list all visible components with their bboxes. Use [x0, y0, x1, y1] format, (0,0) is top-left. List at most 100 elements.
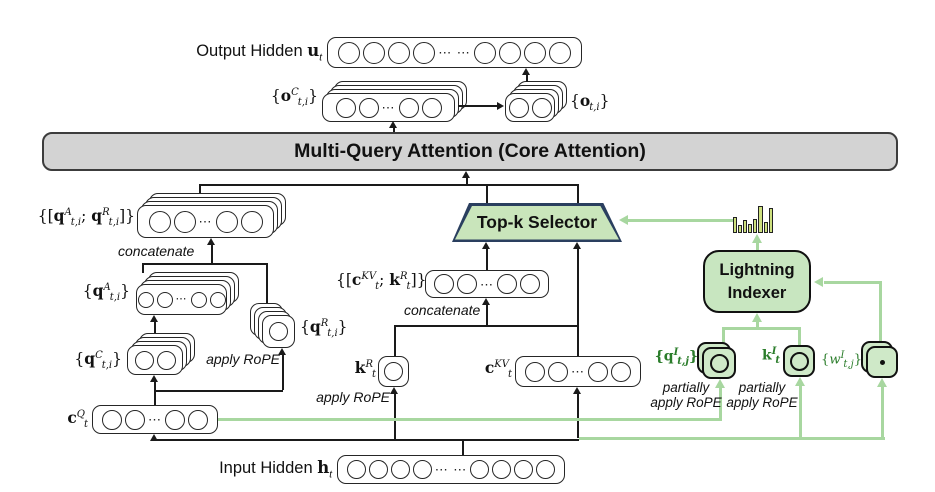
histogram-bar [753, 219, 758, 233]
unit-circle [190, 291, 207, 308]
unit-circle [368, 460, 388, 479]
input-hidden-label: Input Hidden ht [219, 458, 332, 481]
concatenate-label-middle: concatenate [404, 302, 481, 318]
qr-label: {qRt,i} [300, 317, 348, 340]
output-hidden-box: ⋯ ⋯ [327, 37, 582, 68]
input-hidden-box: ⋯ ⋯ [337, 455, 565, 484]
connector [466, 178, 468, 184]
oc-label: {oCt,i} [270, 86, 318, 109]
green-connector [719, 387, 722, 418]
unit-circle [412, 460, 432, 479]
ckv-kr-box: ⋯ [425, 270, 549, 298]
lightning-indexer-label-line2: Indexer [727, 283, 787, 302]
unit-circle [173, 210, 196, 233]
ckv-box: ⋯ [515, 356, 641, 387]
unit-circle [363, 41, 386, 64]
ckv-kr-label: {[cKVt; kRt]} [336, 270, 427, 293]
connector [526, 75, 528, 82]
green-connector [218, 418, 722, 421]
arrowhead [390, 387, 398, 394]
connector [462, 439, 464, 455]
green-arrowhead [752, 234, 762, 243]
green-connector [722, 327, 801, 330]
unit-circle [240, 210, 263, 233]
unit-circle [523, 41, 546, 64]
ki-box [783, 345, 815, 377]
unit-circle [134, 350, 154, 370]
unit-circle [215, 210, 238, 233]
unit-circle [611, 361, 631, 382]
arrowhead [150, 315, 158, 322]
green-arrowhead [795, 377, 805, 386]
connector [154, 390, 156, 405]
qc-label: {qCt,i} [74, 349, 122, 372]
unit-circle [165, 409, 185, 430]
arrowhead [278, 348, 286, 355]
unit-circle [498, 41, 521, 64]
concatenate-label-left: concatenate [118, 243, 195, 259]
unit-circle [470, 460, 490, 479]
connector [486, 249, 488, 270]
connector [154, 382, 156, 390]
vector-box: ⋯ ⋯ [337, 455, 565, 484]
unit-circle [156, 350, 176, 370]
multi-query-attention-bar: Multi-Query Attention (Core Attention) [42, 132, 898, 171]
unit-circle [148, 210, 171, 233]
vector-box [127, 345, 183, 375]
unit-circle [384, 362, 403, 381]
top-k-selector-label: Top-k Selector [476, 212, 598, 232]
green-connector [756, 243, 759, 250]
apply-rope-label-middle: apply RoPE [316, 389, 390, 405]
qc-stack [127, 333, 195, 375]
connector [486, 184, 488, 203]
connector [394, 325, 396, 356]
green-arrowhead [752, 313, 762, 322]
vector-box: ⋯ [425, 270, 549, 298]
o-stack [505, 81, 567, 122]
unit-circle [492, 460, 512, 479]
unit-circle [390, 460, 410, 479]
green-connector [824, 281, 882, 284]
connector [199, 184, 201, 194]
histogram-bar [743, 220, 748, 233]
o-label: {ot,i} [570, 91, 610, 114]
score-histogram-icon [733, 203, 780, 233]
arrowhead [462, 171, 470, 178]
unit-circle [525, 361, 545, 382]
connector [154, 390, 283, 392]
histogram-bar [733, 217, 738, 233]
green-connector [799, 385, 802, 437]
unit-circle [137, 291, 154, 308]
vector-box: ⋯ ⋯ [327, 37, 582, 68]
histogram-bar [738, 225, 743, 233]
arrowhead [573, 242, 581, 249]
green-arrowhead [715, 379, 725, 388]
arrowhead [573, 387, 581, 394]
qi-label: {qIt,j} [654, 347, 698, 368]
unit-circle [588, 361, 608, 382]
ellipsis: ⋯ [571, 364, 585, 379]
kr-label: kRt [354, 358, 376, 381]
vector-box [505, 93, 555, 122]
connector [577, 394, 579, 438]
connector [142, 263, 144, 273]
vector-box [262, 315, 295, 348]
unit-circle [789, 351, 809, 371]
output-hidden-label: Output Hidden ut [196, 41, 322, 64]
unit-circle [548, 361, 568, 382]
cq-box: ⋯ [92, 405, 218, 434]
vector-box: ⋯ [515, 356, 641, 387]
unit-circle [358, 97, 379, 118]
unit-circle [188, 409, 208, 430]
vector-box: ⋯ [136, 284, 227, 315]
arrowhead [150, 434, 158, 441]
ki-label: kIt [761, 346, 780, 367]
unit-circle [413, 41, 436, 64]
unit-circle [434, 274, 454, 294]
qr-stack [250, 303, 295, 348]
ellipsis: ⋯ ⋯ [438, 45, 471, 60]
qar-stack: ⋯ [137, 193, 286, 238]
connector [155, 439, 579, 441]
connector [199, 184, 579, 186]
unit-circle [335, 97, 356, 118]
